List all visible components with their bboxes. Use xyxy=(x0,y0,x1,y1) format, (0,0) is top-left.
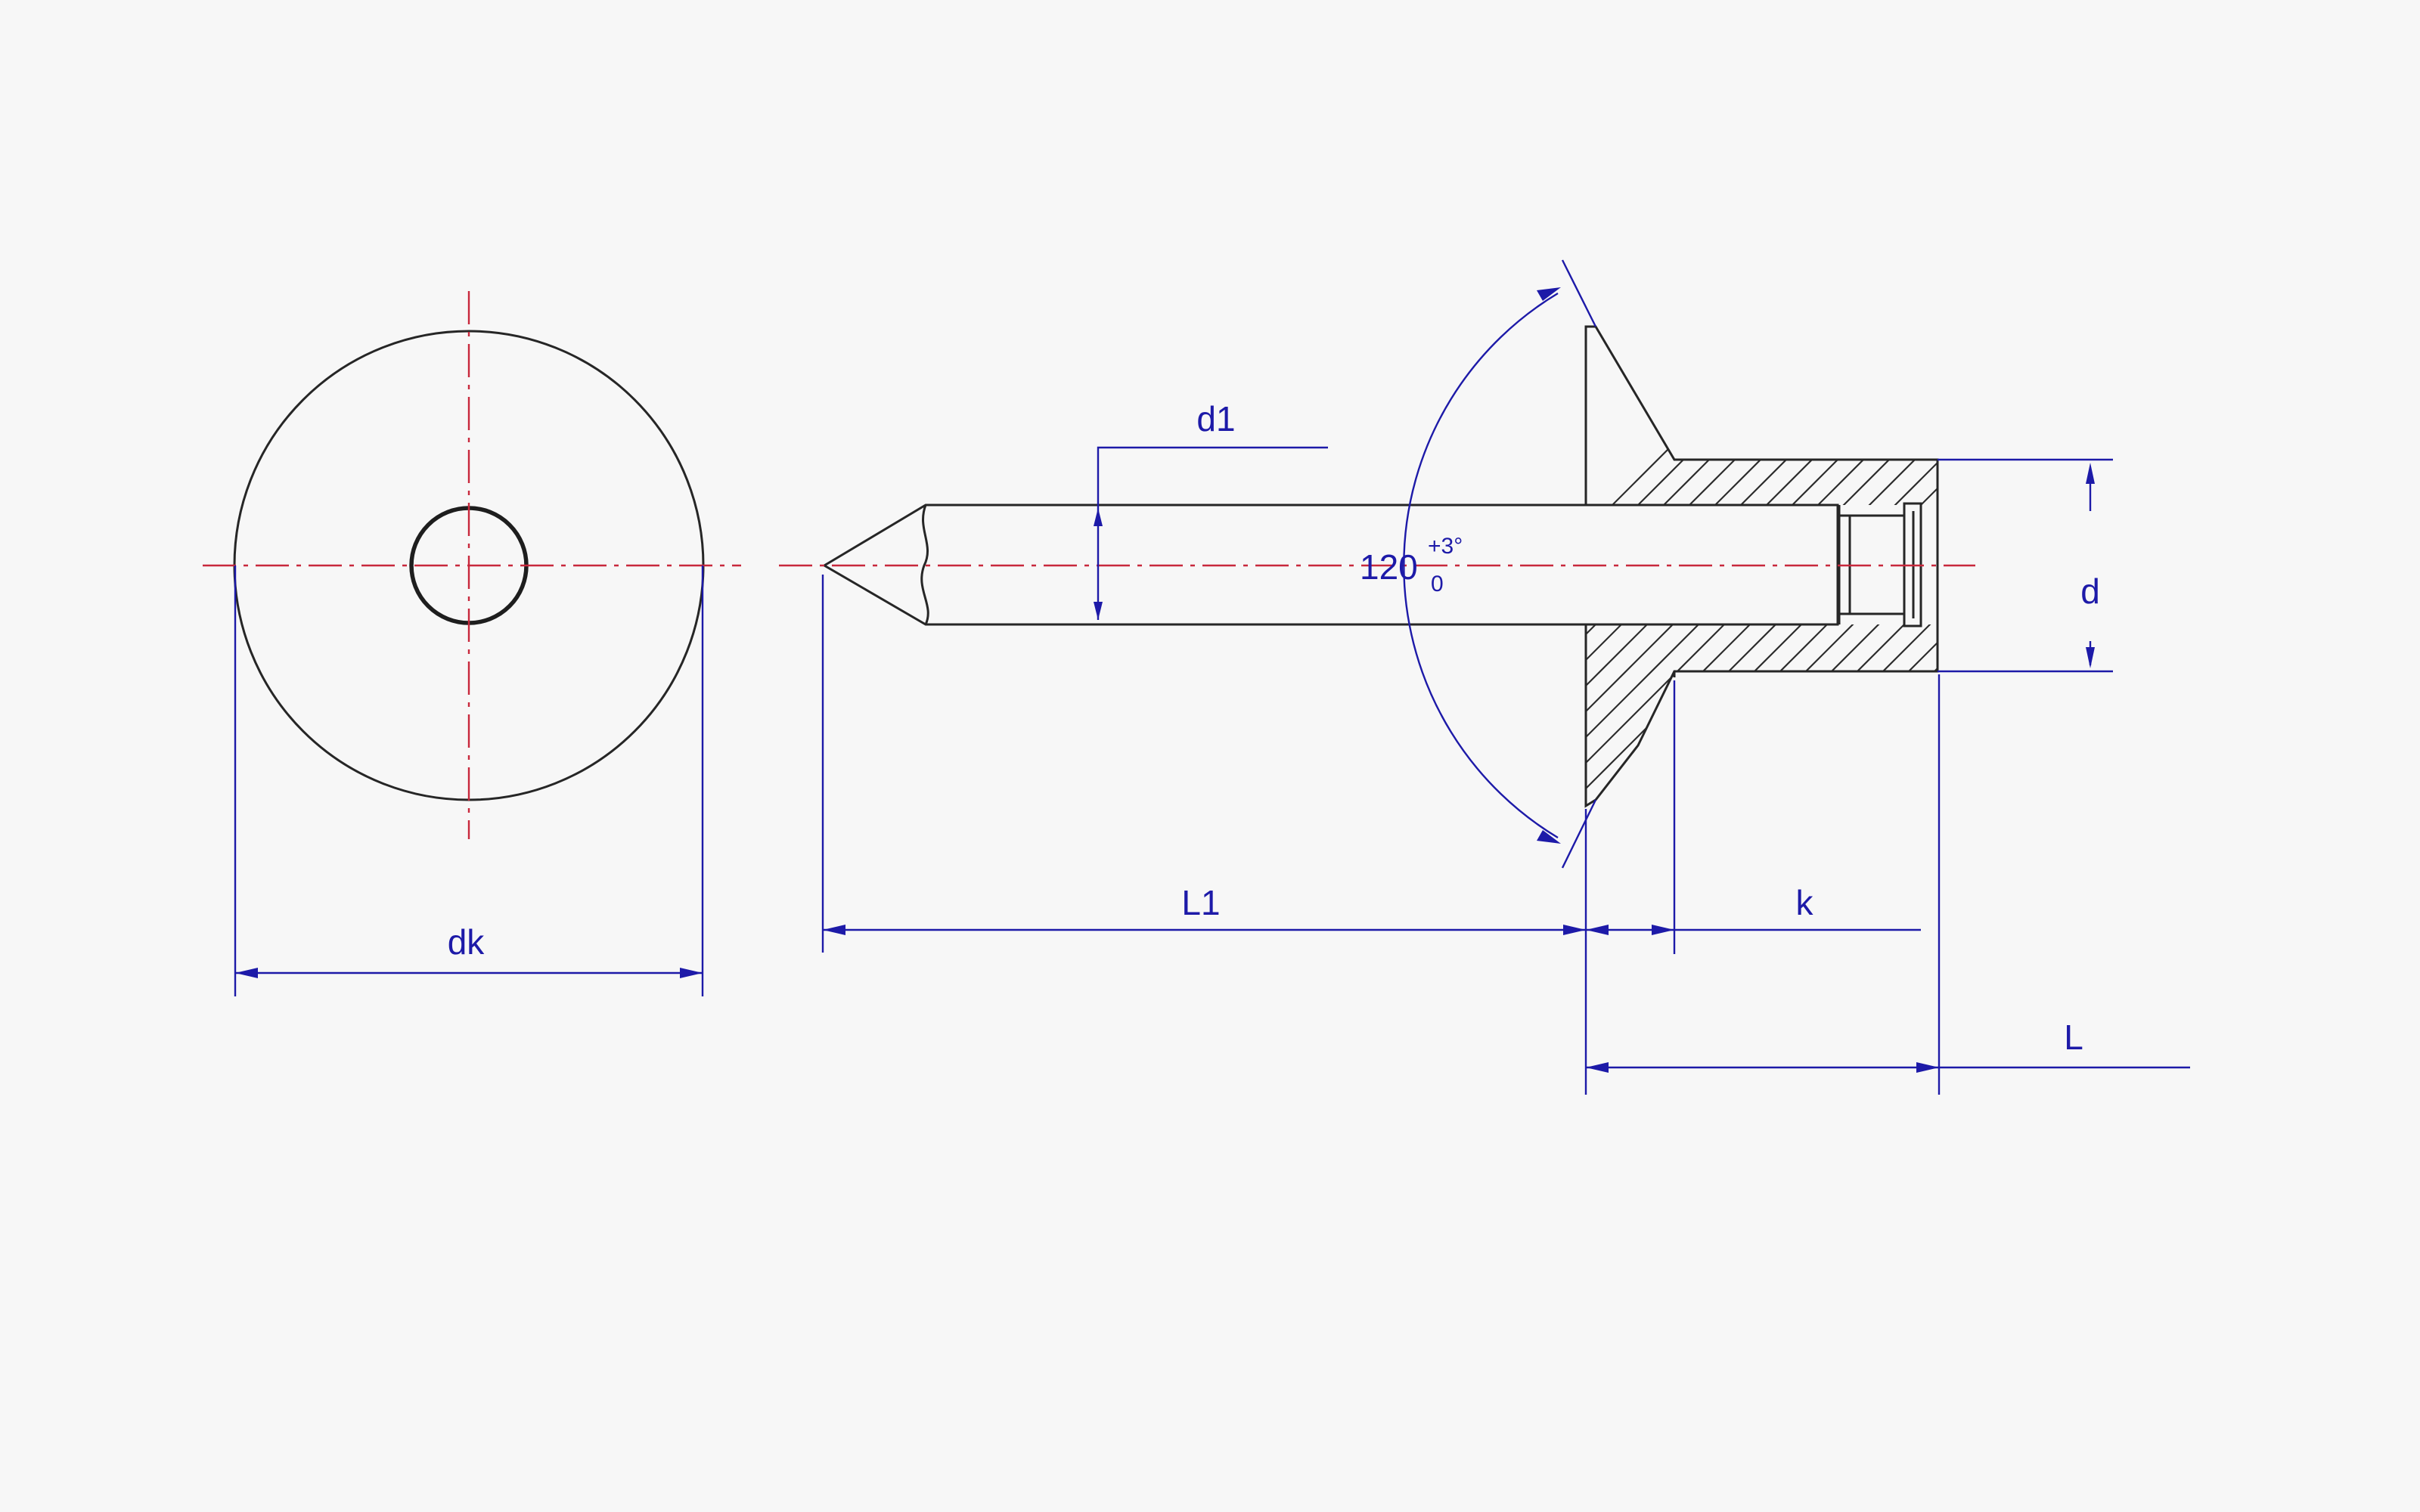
hatch-line xyxy=(2108,302,2420,832)
hatch-line xyxy=(2083,302,2420,832)
side-view: 120 +3° 0 d1 d xyxy=(779,259,2420,1095)
dk-label: dk xyxy=(448,922,486,962)
hatch-line xyxy=(2006,302,2420,832)
l1-k-dimension: L1 k xyxy=(821,575,1921,1095)
hatch-line xyxy=(2031,302,2420,832)
hatch-line xyxy=(1902,327,1938,806)
hatch-line xyxy=(2211,302,2420,832)
d1-dimension: d1 xyxy=(1094,399,1328,620)
l1-label: L1 xyxy=(1181,883,1220,922)
hatch-line xyxy=(1928,327,1938,806)
k-label: k xyxy=(1796,883,1814,922)
hatch-line xyxy=(1954,302,2420,832)
d-label: d xyxy=(2080,572,2100,611)
d1-label: d1 xyxy=(1196,399,1235,438)
hatch-line xyxy=(2134,302,2420,832)
l-dimension: L xyxy=(1586,674,2190,1095)
d-dimension: d xyxy=(1938,458,2113,673)
hatch-line xyxy=(2160,302,2420,832)
angle-tolerance-upper: +3° xyxy=(1428,534,1463,559)
hatch-line xyxy=(2263,302,2420,832)
hatch-line xyxy=(1876,327,1938,806)
hatch-line xyxy=(1980,302,2420,832)
hatch-line xyxy=(2057,302,2420,832)
angle-dimension: 120 +3° 0 xyxy=(1360,259,1597,869)
angle-value: 120 xyxy=(1360,547,1418,587)
l-label: L xyxy=(2064,1018,2083,1057)
dk-dimension: dk xyxy=(234,565,704,996)
hatch-line xyxy=(2237,302,2420,832)
mandrel-break-line xyxy=(920,504,929,625)
end-view: dk xyxy=(203,291,741,996)
hatch-line xyxy=(2186,302,2420,832)
angle-tolerance-lower: 0 xyxy=(1431,572,1444,596)
